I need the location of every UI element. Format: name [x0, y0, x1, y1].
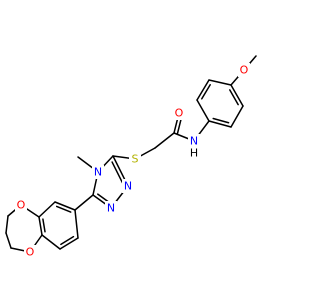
atom-label-t_n2: N: [124, 180, 132, 193]
bond-p3-p2: [230, 105, 244, 128]
atom-bg-o_r1: [15, 198, 27, 212]
atom-bg-n_h_h: [188, 146, 200, 160]
bond-p6-p5-inner: [201, 84, 211, 100]
bond-p2-p1: [208, 120, 232, 128]
bond-b3-b4: [38, 216, 43, 236]
atom-bg-t_n1: [105, 201, 117, 215]
atom-label-o_ome: O: [240, 64, 249, 77]
bond-b5-b6: [59, 237, 79, 250]
atom-label-o_r2: O: [26, 246, 35, 259]
bond-p4-p3: [230, 84, 244, 107]
bond-b2-b3: [38, 201, 56, 218]
atom-bg-s: [129, 152, 141, 166]
atom-label-o_am: O: [175, 107, 184, 120]
bond-b4-b5: [41, 234, 61, 250]
bond-p1-p6: [196, 99, 210, 122]
atom-bg-o_r2: [24, 245, 36, 259]
atom-bg-o_ome: [238, 63, 250, 77]
bond-t5-b1: [74, 194, 94, 211]
bond-p4-p3-inner: [229, 89, 239, 106]
atom-label-t_n1: N: [107, 202, 115, 215]
atom-bg-n_h: [188, 134, 200, 148]
atom-label-n_h: N: [190, 135, 198, 148]
bond-b5-b6-inner: [60, 235, 75, 246]
bond-r_c1-r_c2: [5, 215, 9, 234]
atom-label-n_h_h: H: [190, 147, 198, 160]
bond-p2-p1-inner: [212, 117, 230, 124]
bond-c_am-c_h2: [154, 132, 175, 149]
atom-label-t_n4: N: [94, 166, 102, 179]
bond-b3-b4-inner: [42, 218, 46, 233]
atom-bg-o_am: [173, 106, 185, 120]
bond-t_n2-t3-inner: [111, 161, 124, 184]
bond-r_c2-r_c3: [5, 232, 12, 249]
bond-b6-b1: [74, 209, 79, 239]
bond-p5-p4: [208, 79, 232, 86]
bond-p6-p5: [196, 79, 210, 101]
atom-label-s: S: [132, 153, 139, 166]
bond-b1-b2-inner: [55, 205, 72, 213]
atom-bg-t_n4: [92, 165, 104, 179]
bond-b1-b2: [54, 201, 76, 211]
atom-label-o_r1: O: [17, 199, 26, 212]
atom-bg-t_n2: [122, 179, 134, 193]
